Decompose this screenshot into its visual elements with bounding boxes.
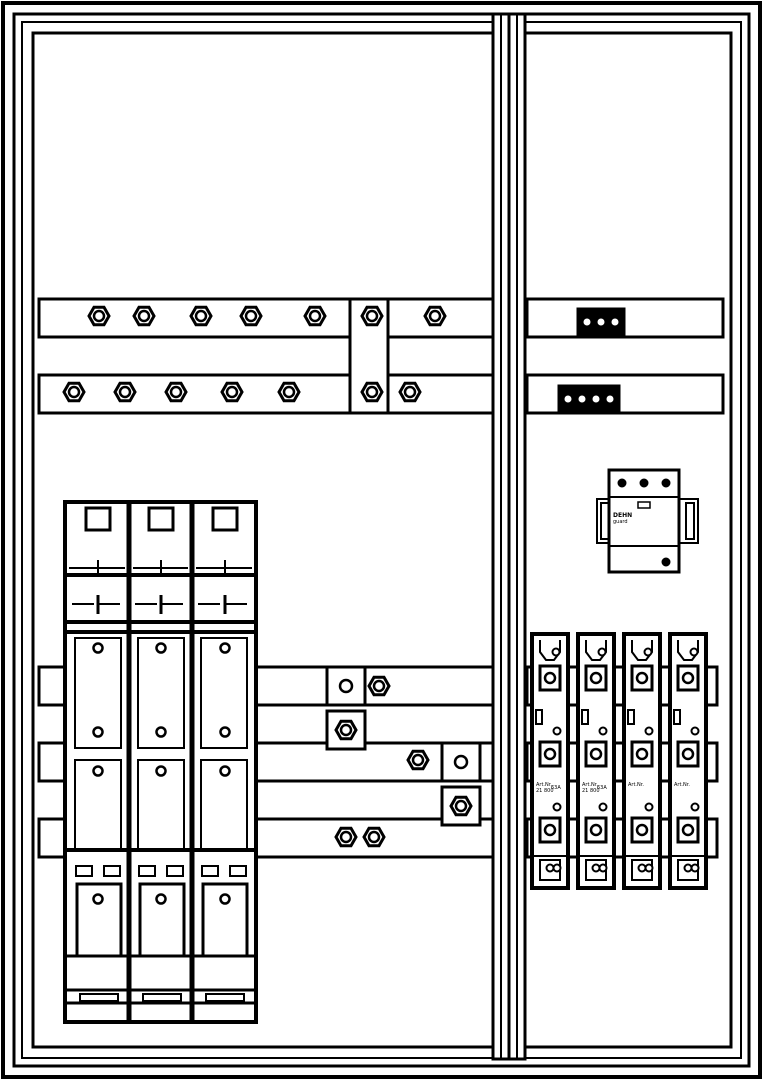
hex-bolt-icon xyxy=(423,305,447,327)
hex-bolt-icon xyxy=(406,749,430,771)
hex-bolt-icon xyxy=(360,381,384,403)
terminal-circle xyxy=(635,823,649,837)
terminal-circle xyxy=(545,863,555,873)
hex-bolt-icon xyxy=(360,305,384,327)
terminal-circle xyxy=(92,642,104,654)
surge-model: guard xyxy=(613,519,628,525)
hex-bolt-icon xyxy=(164,381,188,403)
terminal-block-3pole xyxy=(576,307,626,337)
busbar-clamp xyxy=(325,665,367,707)
terminal-circle xyxy=(338,678,354,694)
terminal-circle xyxy=(219,893,231,905)
terminal-circle xyxy=(552,726,562,736)
terminal-circle xyxy=(681,823,695,837)
terminal-circle xyxy=(219,642,231,654)
terminal-circle xyxy=(690,863,700,873)
bolts-layer xyxy=(62,305,473,848)
terminal-circle xyxy=(453,754,469,770)
hex-bolt-icon xyxy=(398,381,422,403)
terminal-circle xyxy=(551,647,561,657)
fuse-2-artnr-label: Art.Nr. xyxy=(582,782,598,788)
terminal-circle xyxy=(543,823,557,837)
terminal-circle xyxy=(635,747,649,761)
terminal-circle xyxy=(637,863,647,873)
terminal-circle xyxy=(589,823,603,837)
fuse-4-artnr-label: Art.Nr. xyxy=(674,782,690,788)
hex-bolt-icon xyxy=(334,719,358,741)
hex-bolt-icon xyxy=(132,305,156,327)
fuse-2-artnr-number: 21 800 xyxy=(582,788,600,794)
hex-bolt-icon xyxy=(239,305,263,327)
hex-bolt-icon xyxy=(87,305,111,327)
terminal-circle xyxy=(92,726,104,738)
fuse-base-1 xyxy=(530,632,570,890)
hex-bolt-icon xyxy=(367,675,391,697)
fuse-1-artnr-label: Art.Nr. xyxy=(536,782,552,788)
terminal-circle xyxy=(643,647,653,657)
terminal-circle xyxy=(155,765,167,777)
terminal-circle xyxy=(683,863,693,873)
fuse-switch-disconnector xyxy=(63,500,258,1024)
terminal-circle xyxy=(644,726,654,736)
terminal-circle xyxy=(155,642,167,654)
terminal-circle xyxy=(92,765,104,777)
hex-bolt-icon xyxy=(334,826,358,848)
hex-bolt-icon xyxy=(189,305,213,327)
terminal-block-4pole xyxy=(557,384,621,414)
hex-bolt-icon xyxy=(62,381,86,403)
terminal-circle xyxy=(219,765,231,777)
fuse-2-rating: 63A xyxy=(597,785,607,791)
terminal-circle xyxy=(543,747,557,761)
hex-bolt-icon xyxy=(220,381,244,403)
hex-bolt-icon xyxy=(303,305,327,327)
fuse-pole-1 xyxy=(69,506,125,1002)
fuse-base-labels: Art.Nr. 21 800 63A Art.Nr. 21 800 63A Ar… xyxy=(536,782,690,794)
terminal-circle xyxy=(598,802,608,812)
terminal-circle xyxy=(690,802,700,812)
terminal-circle xyxy=(552,802,562,812)
terminal-circle xyxy=(681,671,695,685)
terminal-circle xyxy=(589,747,603,761)
fuse-pole-3 xyxy=(196,506,252,1002)
surge-protector-labels: DEHN guard xyxy=(613,512,632,525)
center-divider xyxy=(491,12,527,1061)
hex-bolt-icon xyxy=(362,826,386,848)
terminal-circles-layer xyxy=(92,642,700,905)
hex-bolt-icon xyxy=(449,795,473,817)
terminal-circle xyxy=(155,726,167,738)
fuse-1-rating: 63A xyxy=(551,785,561,791)
terminal-circle xyxy=(543,671,557,685)
terminal-circle xyxy=(92,893,104,905)
terminal-circle xyxy=(598,863,608,873)
terminal-circle xyxy=(644,863,654,873)
surge-brand: DEHN xyxy=(613,512,632,519)
terminal-circle xyxy=(552,863,562,873)
terminal-circle xyxy=(635,671,649,685)
hex-bolt-icon xyxy=(277,381,301,403)
terminal-circle xyxy=(598,726,608,736)
surge-protector xyxy=(596,468,699,574)
terminal-circle xyxy=(690,726,700,736)
terminal-circle xyxy=(155,893,167,905)
terminal-circle xyxy=(644,802,654,812)
terminal-circle xyxy=(591,863,601,873)
hex-bolt-icon xyxy=(113,381,137,403)
fuse-pole-2 xyxy=(133,506,188,1002)
terminal-circle xyxy=(689,647,699,657)
fuse-1-artnr-number: 21 800 xyxy=(536,788,554,794)
fuse-base-2 xyxy=(576,632,616,890)
terminal-circle xyxy=(589,671,603,685)
fuse-3-artnr-label: Art.Nr. xyxy=(628,782,644,788)
terminal-circle xyxy=(597,647,607,657)
upper-busbar-1 xyxy=(37,297,725,339)
terminal-circle xyxy=(681,747,695,761)
terminal-circle xyxy=(219,726,231,738)
